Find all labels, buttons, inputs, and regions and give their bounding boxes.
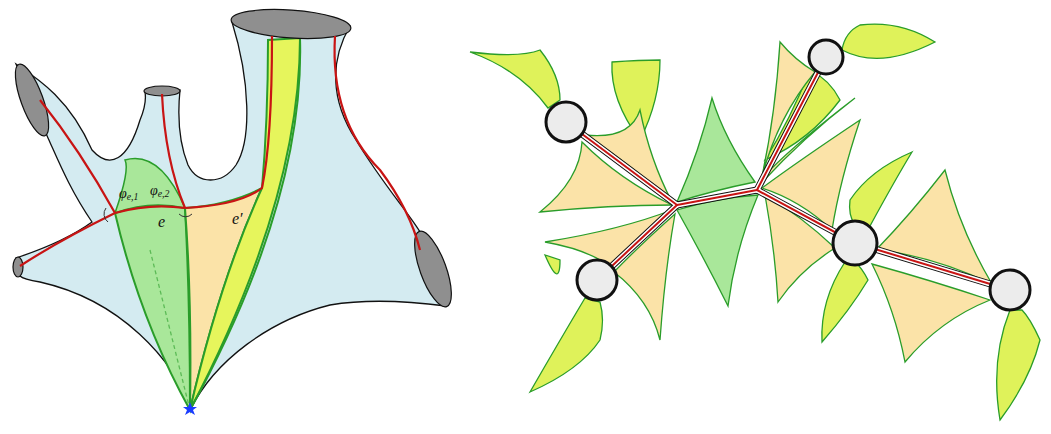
red-graph <box>20 36 420 266</box>
surface-outline <box>16 22 446 410</box>
boundary-circle <box>546 40 1030 310</box>
hyperbolic-surface <box>9 6 459 415</box>
green-region <box>115 159 185 213</box>
angle-arc <box>104 208 192 222</box>
math-label: e <box>158 214 165 230</box>
boundary <box>230 6 352 42</box>
cusp-star <box>183 402 197 415</box>
boundary <box>9 61 56 140</box>
boundary <box>13 257 23 277</box>
ribbon-edges <box>566 57 1010 290</box>
geodesic <box>190 38 300 410</box>
math-label: φe,2 <box>150 184 169 199</box>
hidden-geodesic <box>150 250 190 410</box>
math-label: e′ <box>232 211 243 227</box>
ribbon-graph <box>470 24 1040 420</box>
math-label: φe,1 <box>119 187 138 202</box>
boundary <box>407 227 459 311</box>
green-region <box>115 205 190 410</box>
lime-region <box>190 38 300 410</box>
